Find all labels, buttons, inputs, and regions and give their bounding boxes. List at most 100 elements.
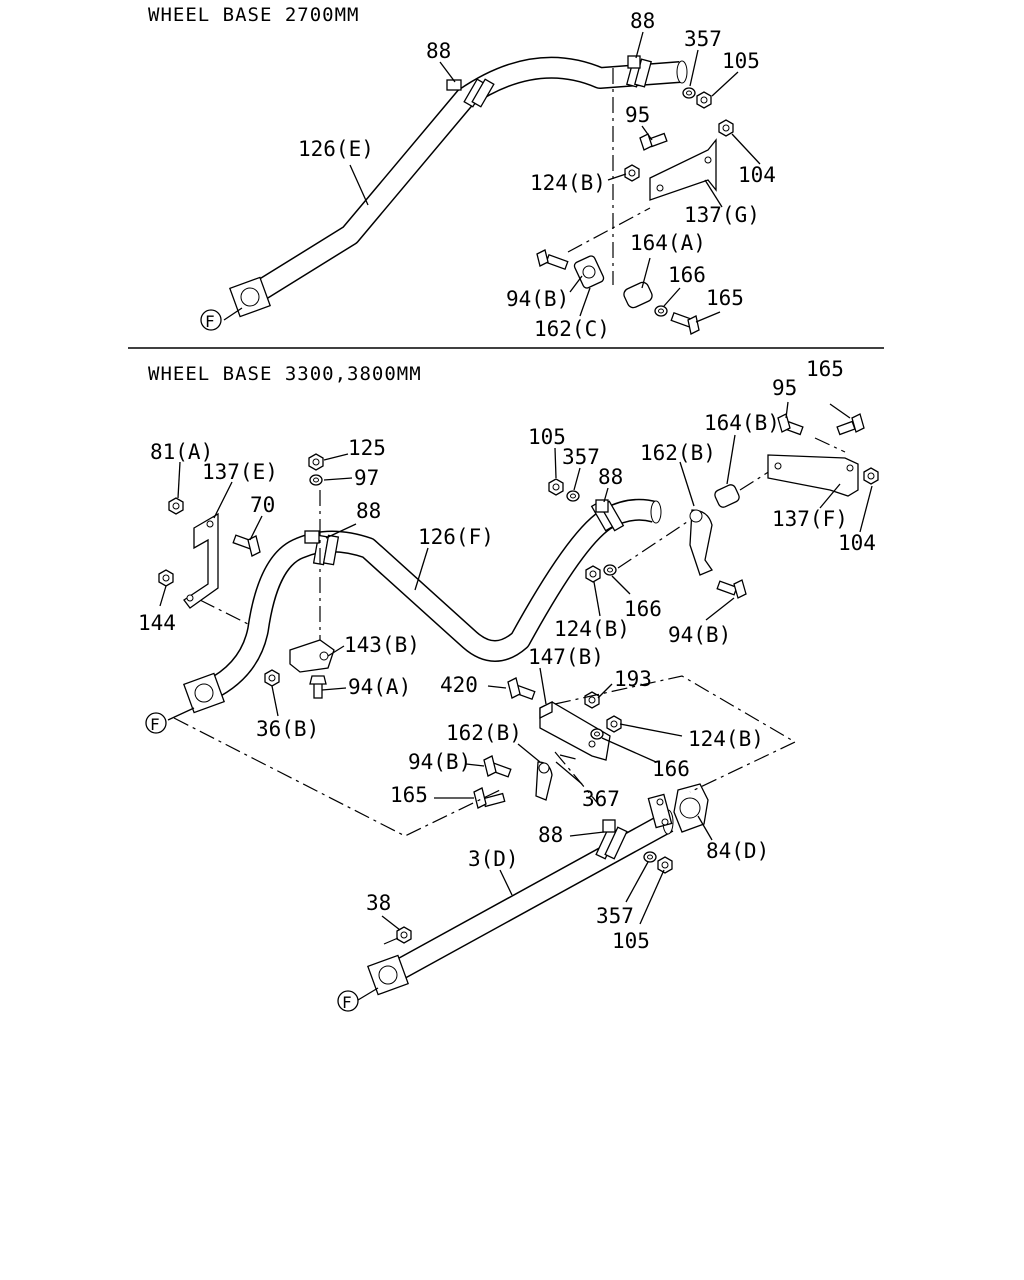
- callout-165: 165: [806, 357, 844, 381]
- callout-124b: 124(B): [688, 727, 764, 751]
- callout-166: 166: [652, 757, 690, 781]
- front-marker-bottom-label: F: [342, 993, 352, 1012]
- callout-104: 104: [738, 163, 776, 187]
- washer-166-b: [590, 728, 604, 740]
- callout-137e: 137(E): [202, 460, 278, 484]
- flange-top: [229, 276, 271, 318]
- nut-124b-a: [585, 565, 601, 583]
- hanger-162c: [573, 255, 605, 289]
- nut-105-b: [657, 856, 673, 874]
- nut-104-top: [718, 119, 734, 137]
- bracket-137f: [767, 454, 859, 497]
- callout-81a: 81(A): [150, 440, 213, 464]
- bushing-164a: [623, 281, 653, 309]
- callout-147b: 147(B): [528, 645, 604, 669]
- callout-94b: 94(B): [506, 287, 569, 311]
- bolt-94b-lower: [483, 755, 512, 778]
- bolt-94b-top: [536, 249, 569, 271]
- nut-105-top: [696, 91, 712, 109]
- callout-125: 125: [348, 436, 386, 460]
- callout-166: 166: [624, 597, 662, 621]
- callout-126f: 126(F): [418, 525, 494, 549]
- callout-193: 193: [614, 667, 652, 691]
- clamp-88-top-right: [626, 55, 652, 88]
- clamp-88-left: [304, 530, 340, 566]
- callout-84d: 84(D): [706, 839, 769, 863]
- bolt-95-top: [639, 132, 668, 151]
- bottom-callouts: 165 95 164(B) 105 357 88 162(B) 137(F) 1…: [138, 357, 876, 953]
- callout-420: 420: [440, 673, 478, 697]
- callout-165: 165: [390, 783, 428, 807]
- gasket-84d: [673, 783, 709, 833]
- callout-105: 105: [612, 929, 650, 953]
- nut-144: [158, 569, 174, 587]
- callout-144: 144: [138, 611, 176, 635]
- top-callouts: 88 88 357 105 95 104 126(E) 124(B) 137(G…: [298, 9, 776, 341]
- bolt-420: [507, 677, 536, 701]
- callout-95: 95: [625, 103, 650, 127]
- flange-bottom-left: [183, 672, 225, 714]
- callout-357: 357: [684, 27, 722, 51]
- bracket-147b: [539, 700, 611, 761]
- callout-162c: 162(C): [534, 317, 610, 341]
- callout-357: 357: [596, 904, 634, 928]
- nut-124b-top: [624, 164, 640, 182]
- bottom-assembly: F F: [145, 401, 879, 1012]
- callout-367: 367: [582, 787, 620, 811]
- washer-357-top: [682, 87, 696, 99]
- callout-36b: 36(B): [256, 717, 319, 741]
- hanger-162b: [689, 509, 713, 576]
- mount-143b: [289, 639, 335, 673]
- callout-38: 38: [366, 891, 391, 915]
- callout-88: 88: [630, 9, 655, 33]
- nut-105-a: [548, 478, 564, 496]
- washer-166-a: [603, 564, 617, 576]
- callout-165: 165: [706, 286, 744, 310]
- callout-124b: 124(B): [530, 171, 606, 195]
- front-marker-top: [200, 309, 222, 331]
- flange-bottom: [367, 954, 409, 996]
- callout-88: 88: [426, 39, 451, 63]
- nut-36b: [264, 669, 280, 687]
- bolt-165-top: [670, 311, 700, 335]
- callout-95: 95: [772, 376, 797, 400]
- pipe-126f: [204, 498, 662, 700]
- nut-124b-b: [606, 715, 622, 733]
- callout-126e: 126(E): [298, 137, 374, 161]
- front-marker-top-label: F: [205, 312, 215, 331]
- bolt-95-bottom: [777, 413, 804, 436]
- callout-104: 104: [838, 531, 876, 555]
- bracket-137e: [183, 512, 219, 609]
- bolt-94a: [309, 675, 327, 699]
- front-marker-bottom: [337, 990, 359, 1012]
- section-title-bottom: WHEEL BASE 3300,3800MM: [148, 363, 422, 385]
- callout-105: 105: [722, 49, 760, 73]
- callout-166: 166: [668, 263, 706, 287]
- bolt-94b-right: [716, 579, 747, 599]
- callout-3d: 3(D): [468, 847, 519, 871]
- top-assembly: F: [200, 31, 761, 335]
- clamp-88-top-left: [446, 78, 495, 108]
- callout-164b: 164(B): [704, 411, 780, 435]
- front-marker-middle-label: F: [150, 715, 160, 734]
- callout-94b: 94(B): [668, 623, 731, 647]
- washer-357-b: [643, 851, 657, 863]
- bolt-70: [232, 534, 261, 557]
- pipe-126e: [252, 56, 688, 302]
- bracket-137g: [649, 138, 717, 201]
- clamp-88-right: [590, 499, 625, 532]
- callout-137f: 137(F): [772, 507, 848, 531]
- flange-studs: [647, 793, 673, 829]
- callout-88: 88: [598, 465, 623, 489]
- nut-81a: [168, 497, 184, 515]
- nut-104-bottom: [863, 467, 879, 485]
- section-title-top: WHEEL BASE 2700MM: [148, 4, 359, 26]
- nut-125: [308, 453, 324, 471]
- callout-164a: 164(A): [630, 231, 706, 255]
- callout-88: 88: [356, 499, 381, 523]
- callout-97: 97: [354, 466, 379, 490]
- bolt-165-lower: [473, 787, 506, 809]
- washer-97: [309, 474, 323, 486]
- washer-357-a: [566, 490, 580, 502]
